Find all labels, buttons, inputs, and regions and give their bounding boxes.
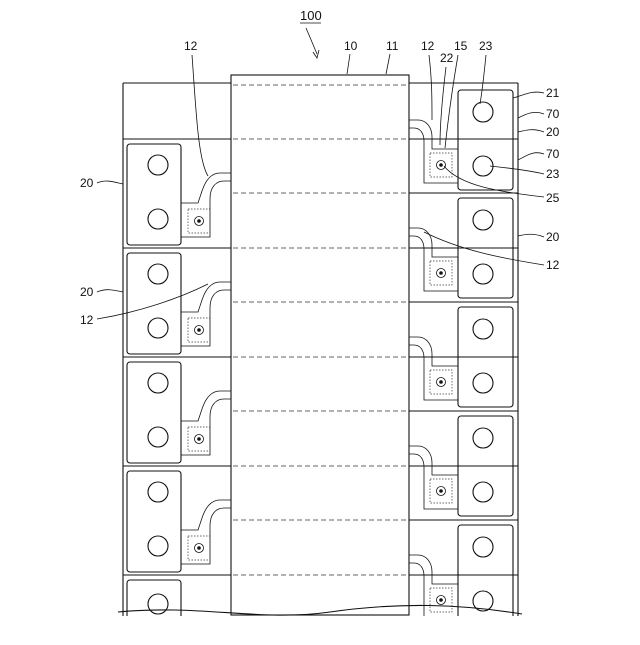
label-12-top-left: 12: [184, 39, 198, 53]
right-hole-upper: [473, 319, 493, 339]
left-hole-upper: [148, 155, 168, 175]
left-hole-upper: [148, 373, 168, 393]
leader-11: [386, 54, 390, 74]
label-20-b: 20: [546, 230, 560, 244]
break-line: [118, 605, 522, 615]
label-23-top: 23: [479, 39, 493, 53]
label-25: 25: [546, 191, 560, 205]
left-hole-partial: [148, 594, 168, 614]
left-cell-plate: [127, 471, 181, 572]
label-12-left: 12: [80, 313, 94, 327]
leader-23-right: [490, 166, 544, 174]
left-cell: [127, 471, 231, 572]
right-hole-lower: [473, 264, 493, 284]
label-12-right: 12: [546, 258, 560, 272]
left-cell: [127, 144, 231, 245]
leader-70-a: [518, 112, 544, 118]
right-terminal-dot: [439, 489, 443, 493]
right-lead-lower: [409, 236, 458, 291]
left-hole-lower: [148, 536, 168, 556]
leader-22: [440, 67, 446, 145]
label-21: 21: [546, 86, 560, 100]
ref-100-label: 100: [300, 8, 322, 23]
right-lead-upper: [409, 446, 458, 475]
left-cell-plate: [127, 253, 181, 354]
right-hole-upper: [473, 537, 493, 557]
right-hole-upper: [473, 102, 493, 122]
left-terminal-dot: [197, 219, 201, 223]
right-lead-lower: [409, 345, 458, 400]
left-lead-outer: [181, 500, 231, 530]
left-terminal-dot: [197, 437, 201, 441]
right-terminal-dot: [439, 380, 443, 384]
left-cells: [123, 139, 231, 620]
fold-lines: [233, 85, 407, 575]
label-70-b: 70: [546, 147, 560, 161]
right-lead-upper: [409, 228, 458, 257]
left-cell: [127, 362, 231, 463]
leader-23-top: [480, 55, 486, 104]
right-lead-upper: [409, 120, 458, 149]
left-lead-outer: [181, 282, 231, 312]
right-cells: [409, 90, 518, 625]
central-sheet: [231, 75, 409, 615]
right-terminal-dot: [439, 163, 443, 167]
right-lead-lower: [409, 454, 458, 509]
left-cell-plate: [127, 362, 181, 463]
right-hole-upper: [473, 428, 493, 448]
right-lead-upper: [409, 555, 458, 584]
label-10: 10: [344, 39, 358, 53]
right-lead-upper: [409, 337, 458, 366]
right-lead-lower: [409, 563, 458, 618]
ref-100-arrow: [306, 28, 317, 54]
right-lead-lower: [409, 128, 458, 183]
left-hole-upper: [148, 264, 168, 284]
left-terminal-dot: [197, 328, 201, 332]
left-hole-lower: [148, 318, 168, 338]
leader-12-top-right: [429, 55, 432, 120]
leader-20-left-a: [97, 181, 123, 184]
left-hole-lower: [148, 427, 168, 447]
label-20-left-b: 20: [80, 285, 94, 299]
label-15: 15: [454, 39, 468, 53]
leader-12-left: [97, 284, 208, 319]
left-terminal-dot: [197, 546, 201, 550]
break-mask: [0, 616, 640, 640]
right-cell: [409, 90, 513, 190]
left-lead-outer: [181, 173, 231, 203]
leader-20-b: [518, 234, 544, 237]
label-22: 22: [440, 51, 454, 65]
left-cell-plate: [127, 144, 181, 245]
leader-70-b: [518, 153, 544, 160]
right-hole-lower: [473, 373, 493, 393]
label-11: 11: [386, 39, 399, 53]
label-20-left-a: 20: [80, 176, 94, 190]
left-lead-outer: [181, 391, 231, 421]
label-20-a: 20: [546, 125, 560, 139]
right-terminal-dot: [439, 598, 443, 602]
right-hole-lower: [473, 482, 493, 502]
leader-15: [445, 55, 458, 148]
right-cell-plate: [458, 90, 513, 190]
left-hole-upper: [148, 482, 168, 502]
left-cell-plate-partial: [127, 580, 181, 620]
leader-20-a: [518, 130, 544, 132]
left-hole-lower: [148, 209, 168, 229]
right-terminal-dot: [439, 271, 443, 275]
left-cell: [127, 253, 231, 354]
label-70-a: 70: [546, 107, 560, 121]
label-12-top-right: 12: [421, 39, 435, 53]
leader-10: [347, 54, 350, 74]
right-hole-upper: [473, 210, 493, 230]
leader-20-left-b: [97, 290, 123, 292]
label-23-right: 23: [546, 167, 560, 181]
leader-12-top-left: [192, 55, 208, 176]
